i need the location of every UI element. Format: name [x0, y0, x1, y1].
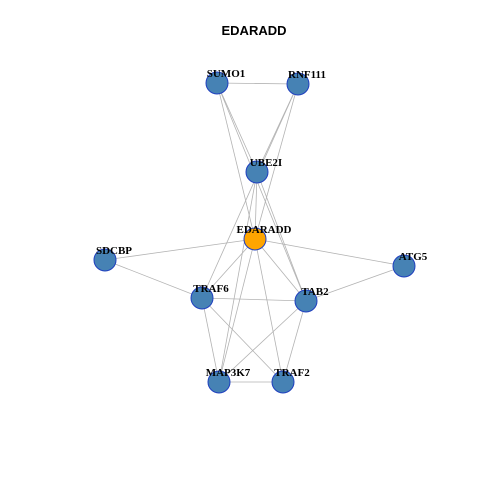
edge-sumo1-tab2: [216, 82, 307, 302]
edge-traf6-traf2: [201, 297, 284, 383]
node-traf6: [190, 286, 214, 310]
node-rnf111: [286, 72, 310, 96]
node-label-sumo1: SUMO1: [207, 68, 246, 80]
node-ube2i: [245, 160, 269, 184]
edge-tab2-traf2: [282, 300, 307, 383]
nodes-layer: [93, 71, 416, 394]
edges-layer: [104, 82, 405, 383]
node-label-rnf111: RNF111: [288, 69, 326, 81]
node-edaradd: [243, 227, 267, 251]
edge-sumo1-edaradd: [216, 82, 256, 240]
node-label-traf6: TRAF6: [193, 283, 229, 295]
node-sumo1: [205, 71, 229, 95]
edge-sumo1-ube2i: [216, 82, 258, 173]
node-label-edaradd: EDARADD: [237, 224, 292, 236]
edge-edaradd-tab2: [254, 238, 307, 302]
edge-traf6-map3k7: [201, 297, 220, 383]
edge-atg5-tab2: [305, 265, 405, 302]
edge-rnf111-traf6: [201, 83, 299, 299]
edge-rnf111-edaradd: [254, 83, 299, 240]
node-map3k7: [207, 370, 231, 394]
node-label-atg5: ATG5: [399, 251, 428, 263]
edge-edaradd-atg5: [254, 238, 405, 267]
edge-edaradd-sdcbp: [104, 238, 256, 261]
edge-traf6-tab2: [201, 297, 307, 302]
node-atg5: [392, 254, 416, 278]
node-sdcbp: [93, 248, 117, 272]
node-traf2: [271, 370, 295, 394]
edge-edaradd-traf6: [201, 238, 256, 299]
edge-ube2i-tab2: [256, 171, 307, 302]
diagram-title: EDARADD: [222, 23, 287, 38]
edge-tab2-map3k7: [218, 300, 307, 383]
edge-sumo1-rnf111: [216, 82, 299, 85]
edge-sdcbp-traf6: [104, 259, 203, 299]
edge-edaradd-traf2: [254, 238, 284, 383]
node-label-ube2i: UBE2I: [250, 157, 282, 169]
edge-ube2i-map3k7: [218, 171, 258, 383]
node-label-tab2: TAB2: [301, 286, 329, 298]
node-tab2: [294, 289, 318, 313]
node-label-traf2: TRAF2: [274, 367, 310, 379]
node-label-map3k7: MAP3K7: [206, 367, 251, 379]
node-label-sdcbp: SDCBP: [96, 245, 132, 257]
edge-edaradd-map3k7: [218, 238, 256, 383]
